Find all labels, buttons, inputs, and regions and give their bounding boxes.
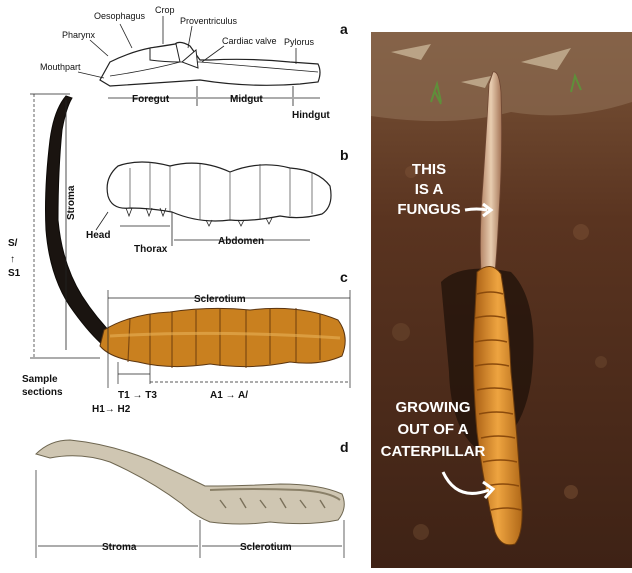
label-midgut: Midgut <box>230 94 263 105</box>
label-sclerotium-c: Sclerotium <box>194 294 246 305</box>
label-head: Head <box>86 230 110 241</box>
label-a1-aj: A1 → A/ <box>210 390 248 401</box>
label-h1-h2: H1→ H2 <box>92 404 131 415</box>
photo-svg: THIS IS A FUNGUS GROWING OUT OF A CATERP… <box>371 32 632 568</box>
label-stroma-d: Stroma <box>102 542 137 553</box>
label-t1-t3: T1 → T3 <box>118 390 157 401</box>
photo-text-out-of-a: OUT OF A <box>397 421 468 438</box>
label-thorax: Thorax <box>134 244 168 255</box>
label-stroma-vertical: Stroma <box>66 185 77 220</box>
label-s-arrow: ↑ <box>10 254 15 265</box>
label-s-bottom: S1 <box>8 268 21 279</box>
label-foregut: Foregut <box>132 94 170 105</box>
label-sections: sections <box>22 387 63 398</box>
label-hindgut: Hindgut <box>292 110 330 121</box>
photo-text-is-a: IS A <box>415 181 444 198</box>
label-mouthpart: Mouthpart <box>40 62 81 72</box>
label-sample: Sample <box>22 374 58 385</box>
gut-diagram <box>78 16 320 106</box>
label-crop: Crop <box>155 5 175 15</box>
cordyceps-photo: THIS IS A FUNGUS GROWING OUT OF A CATERP… <box>371 32 632 568</box>
arrow-to-fungus <box>465 209 487 210</box>
panel-letter-c: c <box>340 269 348 285</box>
specimen-stroma <box>46 96 117 346</box>
photo-text-growing: GROWING <box>396 399 471 416</box>
figure-panel: Pharynx Oesophagus Crop Proventriculus C… <box>0 0 362 568</box>
photo-text-fungus: FUNGUS <box>397 201 460 218</box>
label-pylorus: Pylorus <box>284 37 315 47</box>
label-cardiac-valve: Cardiac valve <box>222 36 277 46</box>
specimen-sclerotium <box>100 308 345 368</box>
panel-letter-a: a <box>340 21 348 37</box>
panel-letter-d: d <box>340 439 349 455</box>
panel-letter-b: b <box>340 147 349 163</box>
label-abdomen: Abdomen <box>218 236 264 247</box>
label-proventriculus: Proventriculus <box>180 16 238 26</box>
label-pharynx: Pharynx <box>62 30 96 40</box>
label-oesophagus: Oesophagus <box>94 11 146 21</box>
photo-text-caterpillar: CATERPILLAR <box>381 443 486 460</box>
model-specimen <box>36 440 344 524</box>
label-sclerotium-d: Sclerotium <box>240 542 292 553</box>
figure-svg: Pharynx Oesophagus Crop Proventriculus C… <box>0 0 362 568</box>
larva-outline <box>96 162 331 246</box>
label-s-top: S/ <box>8 238 18 249</box>
photo-text-this: THIS <box>412 161 446 178</box>
